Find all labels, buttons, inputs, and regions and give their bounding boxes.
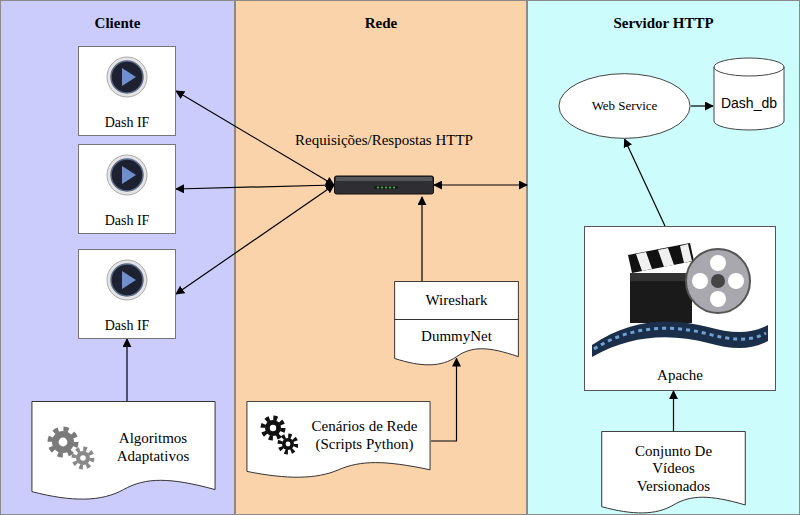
- switch-icon-svg: [334, 173, 434, 197]
- apache-box: Apache: [584, 226, 776, 391]
- tool-label: DummyNet: [394, 320, 519, 352]
- server-region: Servidor HTTP Web Service Dash_dbApacheCon…: [527, 0, 800, 515]
- web-service-ellipse: Web Service: [558, 73, 691, 139]
- play-icon-svg: [105, 55, 149, 99]
- document-label: Algoritmos Adaptativos: [107, 429, 199, 465]
- switch-icon: [334, 173, 434, 197]
- connector-arrow: [126, 339, 127, 401]
- network-region: RedeRequisições/Respostas HTTP WiresharkD…: [235, 0, 527, 515]
- database-label: Dash_db: [721, 95, 777, 111]
- player-box: Dash IF: [78, 249, 176, 339]
- player-box: Dash IF: [78, 46, 176, 136]
- gear-icon: [43, 422, 99, 472]
- service-label: Web Service: [592, 98, 658, 114]
- play-icon: [105, 153, 149, 197]
- play-icon: [105, 258, 149, 302]
- player-label: Dash IF: [105, 115, 150, 131]
- connector-arrow: [691, 105, 713, 106]
- play-icon-svg: [105, 153, 149, 197]
- gear-icon: [258, 413, 298, 457]
- client-region: ClienteDash IF Dash IF Dash IF Algoritmos A…: [0, 0, 235, 515]
- connector-arrow: [176, 91, 334, 185]
- player-box: Dash IF: [78, 144, 176, 234]
- player-label: Dash IF: [105, 318, 150, 334]
- play-icon: [105, 55, 149, 99]
- network-switch: Requisições/Respostas HTTP: [334, 173, 434, 197]
- traffic-label: Requisições/Respostas HTTP: [292, 132, 476, 149]
- document-label: Cenários de Rede (Scripts Python): [306, 417, 423, 453]
- server-label: Apache: [657, 367, 703, 384]
- region-title: Servidor HTTP: [528, 15, 799, 32]
- connector-arrow: [176, 185, 334, 294]
- connector-arrow: [421, 197, 422, 281]
- algorithm-document: Algoritmos Adaptativos: [31, 401, 216, 504]
- play-icon-svg: [105, 258, 149, 302]
- connector-arrow: [431, 358, 457, 441]
- database-cylinder: Dash_db: [713, 57, 785, 139]
- tools-document: WiresharkDummyNet: [394, 281, 519, 369]
- connector-arrow: [673, 391, 674, 431]
- gear-icon-svg: [43, 422, 99, 472]
- connector-arrow: [625, 139, 666, 226]
- video-set-document: Conjunto De Vídeos Versionados: [601, 431, 746, 515]
- player-label: Dash IF: [105, 213, 150, 229]
- region-title: Rede: [236, 15, 526, 32]
- gear-icon-svg: [258, 413, 298, 457]
- film-illustration: [590, 233, 770, 358]
- document-label: Conjunto De Vídeos Versionados: [626, 443, 722, 495]
- cylinder-shape: [713, 57, 785, 131]
- tool-label: Wireshark: [394, 281, 519, 320]
- scenario-document: Cenários de Rede (Scripts Python): [246, 401, 431, 481]
- connector-arrow: [176, 185, 334, 189]
- connector-arrow: [434, 184, 527, 185]
- region-title: Cliente: [1, 15, 234, 32]
- film-illustration-svg: [590, 233, 770, 358]
